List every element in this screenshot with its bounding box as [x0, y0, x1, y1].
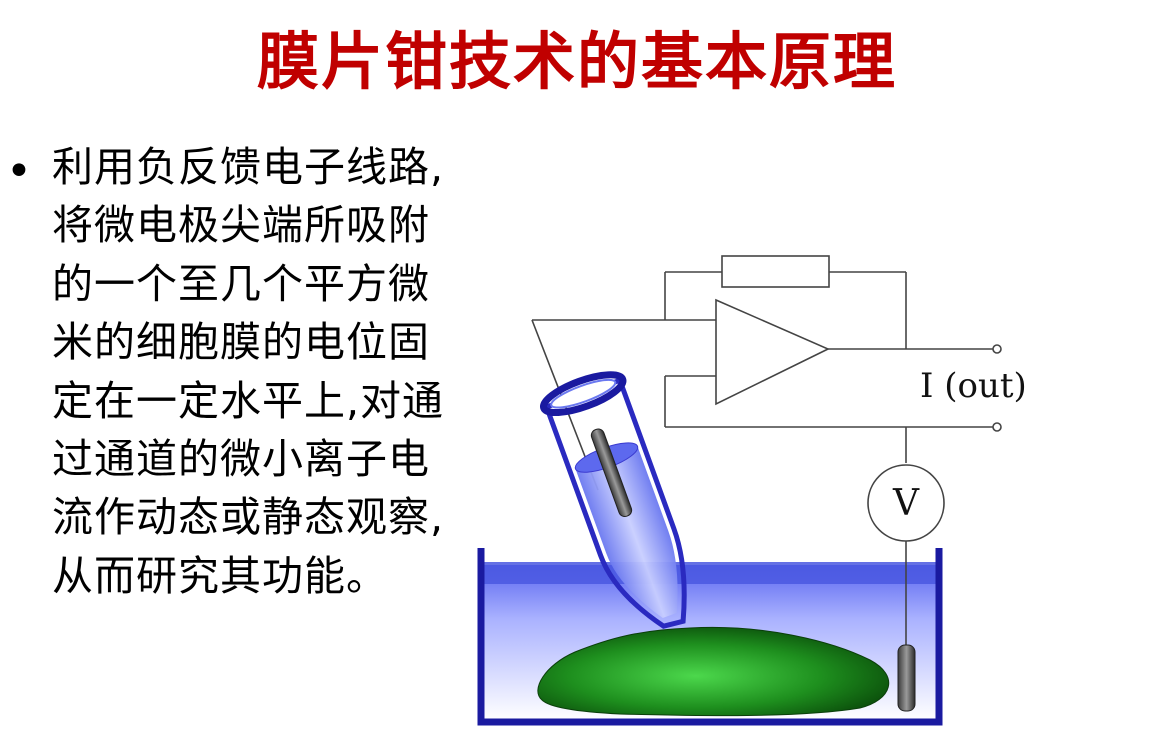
body-text: 利用负反馈电子线路,将微电极尖端所吸附的一个至几个平方微米的细胞膜的电位固定在一… — [52, 143, 445, 600]
output-terminal-bottom — [992, 422, 1002, 432]
output-label: I (out) — [920, 366, 1027, 406]
voltmeter-circle — [867, 464, 945, 542]
slide-title: 膜片钳技术的基本原理 — [256, 25, 897, 98]
output-terminal-top — [992, 344, 1002, 354]
pipette — [540, 371, 687, 629]
voltmeter-label: V — [893, 483, 919, 524]
bullet-icon: • — [6, 146, 32, 197]
feedback-resistor — [721, 255, 830, 288]
reference-electrode — [897, 644, 916, 712]
amplifier — [715, 298, 830, 406]
patch-clamp-diagram — [477, 255, 1002, 726]
bath-container — [477, 548, 943, 726]
bath-top-band — [481, 562, 939, 584]
cell-body — [537, 626, 890, 717]
